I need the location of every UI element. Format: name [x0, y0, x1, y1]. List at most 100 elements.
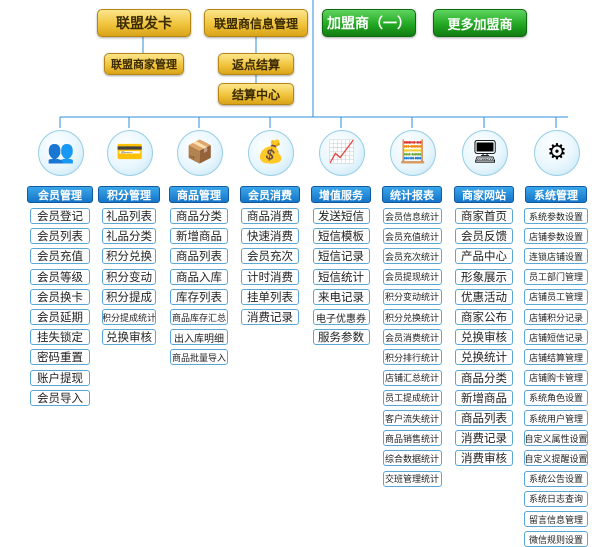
menu-item[interactable]: 发送短信: [312, 208, 370, 224]
menu-item[interactable]: 兑换审核: [102, 329, 156, 346]
menu-item[interactable]: 留言信息管理: [524, 511, 588, 527]
menu-item[interactable]: 短信模板: [312, 228, 370, 245]
menu-item[interactable]: 会员提现统计: [382, 268, 442, 285]
menu-item[interactable]: 店铺参数设置: [524, 228, 588, 245]
menu-item[interactable]: 会员信息统计: [382, 208, 442, 224]
menu-item[interactable]: 消费审核: [455, 450, 513, 467]
menu-item[interactable]: 商品库存汇总: [170, 309, 228, 325]
menu-item[interactable]: 商品列表: [455, 410, 513, 426]
menu-item[interactable]: 库存列表: [170, 288, 228, 305]
menu-item[interactable]: 店铺短信记录: [524, 329, 588, 346]
rebate-settlement-button[interactable]: 返点结算: [218, 53, 294, 75]
menu-item[interactable]: 兑换统计: [455, 349, 513, 366]
menu-item[interactable]: 会员登记: [30, 208, 90, 224]
menu-item[interactable]: 商品分类: [455, 369, 513, 386]
menu-item[interactable]: 店铺员工管理: [524, 288, 588, 305]
menu-item[interactable]: 店铺购卡管理: [524, 369, 588, 386]
menu-item[interactable]: 商家首页: [455, 208, 513, 224]
menu-item[interactable]: 员工部门管理: [524, 268, 588, 285]
menu-item[interactable]: 自定义属性设置: [524, 430, 588, 447]
menu-item[interactable]: 出入库明细: [170, 329, 228, 346]
menu-item[interactable]: 员工提成统计: [382, 389, 442, 406]
menu-item[interactable]: 会员充次统计: [382, 248, 442, 265]
more-franchisees-button[interactable]: 更多加盟商: [433, 9, 527, 37]
menu-item[interactable]: 会员列表: [30, 228, 90, 245]
column-header[interactable]: 会员消费: [240, 186, 300, 203]
alliance-card-issue-button[interactable]: 联盟发卡: [97, 9, 191, 37]
menu-item[interactable]: 兑换审核: [455, 329, 513, 346]
menu-item[interactable]: 新增商品: [455, 389, 513, 406]
menu-item[interactable]: 系统日志查询: [524, 490, 588, 507]
menu-item[interactable]: 会员延期: [30, 309, 90, 325]
menu-item[interactable]: 积分提成: [102, 288, 156, 305]
column-header[interactable]: 统计报表: [382, 186, 442, 203]
menu-item[interactable]: 微信规则设置: [524, 531, 588, 547]
column-header[interactable]: 会员管理: [27, 186, 93, 203]
menu-item[interactable]: 系统角色设置: [524, 389, 588, 406]
menu-item[interactable]: 会员充次: [241, 248, 299, 265]
menu-item[interactable]: 消费记录: [241, 309, 299, 325]
alliance-info-management-button[interactable]: 联盟商信息管理: [204, 9, 308, 37]
menu-item[interactable]: 产品中心: [455, 248, 513, 265]
franchisee-one-button[interactable]: 加盟商（一）: [322, 9, 416, 37]
menu-item[interactable]: 电子优惠券: [312, 309, 370, 325]
monitor-chart-icon: 📈: [319, 130, 365, 176]
column-header[interactable]: 积分管理: [98, 186, 160, 203]
alliance-merchant-management-button[interactable]: 联盟商家管理: [104, 53, 184, 75]
menu-item[interactable]: 系统用户管理: [524, 410, 588, 426]
menu-item[interactable]: 商品消费: [241, 208, 299, 224]
menu-item[interactable]: 店铺积分记录: [524, 309, 588, 325]
menu-item[interactable]: 会员消费统计: [382, 329, 442, 346]
menu-item[interactable]: 会员换卡: [30, 288, 90, 305]
menu-item[interactable]: 来电记录: [312, 288, 370, 305]
settlement-center-button[interactable]: 结算中心: [218, 83, 294, 105]
menu-item[interactable]: 新增商品: [170, 228, 228, 245]
menu-item[interactable]: 交班管理统计: [382, 470, 442, 487]
menu-item[interactable]: 会员等级: [30, 268, 90, 285]
menu-item[interactable]: 账户提现: [30, 369, 90, 386]
menu-item[interactable]: 商品销售统计: [382, 430, 442, 447]
menu-item[interactable]: 商品分类: [170, 208, 228, 224]
credit-card-icon: 💳: [107, 130, 153, 176]
menu-item[interactable]: 店铺汇总统计: [382, 369, 442, 386]
menu-item[interactable]: 商家公布: [455, 309, 513, 325]
menu-item[interactable]: 积分变动统计: [382, 288, 442, 305]
menu-item[interactable]: 系统参数设置: [524, 208, 588, 224]
column-header[interactable]: 商家网站: [454, 186, 514, 203]
menu-item[interactable]: 商品入库: [170, 268, 228, 285]
menu-item[interactable]: 会员充值: [30, 248, 90, 265]
menu-item[interactable]: 短信统计: [312, 268, 370, 285]
column-header[interactable]: 增值服务: [311, 186, 371, 203]
menu-item[interactable]: 连锁店铺设置: [524, 248, 588, 265]
menu-item[interactable]: 形象展示: [455, 268, 513, 285]
menu-item[interactable]: 挂失锁定: [30, 329, 90, 346]
menu-item[interactable]: 会员导入: [30, 389, 90, 406]
menu-item[interactable]: 计时消费: [241, 268, 299, 285]
menu-item[interactable]: 优惠活动: [455, 288, 513, 305]
menu-item[interactable]: 店铺结算管理: [524, 349, 588, 366]
menu-item[interactable]: 挂单列表: [241, 288, 299, 305]
menu-item[interactable]: 短信记录: [312, 248, 370, 265]
menu-item[interactable]: 客户流失统计: [382, 410, 442, 426]
menu-item[interactable]: 快速消费: [241, 228, 299, 245]
menu-item[interactable]: 商品批量导入: [170, 349, 228, 366]
menu-item[interactable]: 服务参数: [312, 329, 370, 346]
menu-item[interactable]: 消费记录: [455, 430, 513, 447]
menu-item[interactable]: 积分变动: [102, 268, 156, 285]
menu-item[interactable]: 积分提成统计: [102, 309, 156, 325]
menu-item[interactable]: 综合数据统计: [382, 450, 442, 467]
column-header[interactable]: 商品管理: [169, 186, 229, 203]
menu-item[interactable]: 会员反馈: [455, 228, 513, 245]
menu-item[interactable]: 自定义提醒设置: [524, 450, 588, 467]
menu-item[interactable]: 密码重置: [30, 349, 90, 366]
menu-item[interactable]: 礼品分类: [102, 228, 156, 245]
column-header[interactable]: 系统管理: [525, 186, 587, 203]
menu-item[interactable]: 积分排行统计: [382, 349, 442, 366]
menu-item[interactable]: 礼品列表: [102, 208, 156, 224]
menu-item[interactable]: 积分兑换统计: [382, 309, 442, 325]
menu-item[interactable]: 系统公告设置: [524, 470, 588, 487]
menu-item[interactable]: 会员充值统计: [382, 228, 442, 245]
menu-item[interactable]: 商品列表: [170, 248, 228, 265]
menu-item[interactable]: 积分兑换: [102, 248, 156, 265]
